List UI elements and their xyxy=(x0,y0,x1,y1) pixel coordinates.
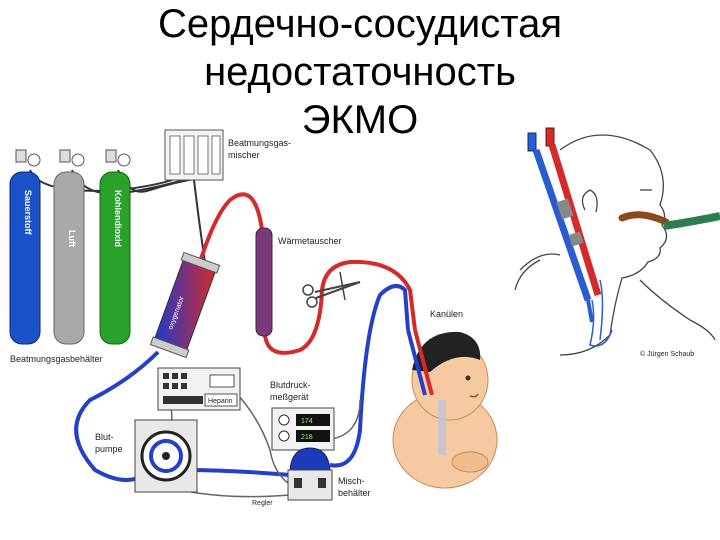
airway xyxy=(589,299,613,347)
title-line-2: недостаточность xyxy=(204,50,516,94)
oxygenator xyxy=(149,251,221,359)
label-mixing-2: behälter xyxy=(338,488,371,498)
gas-mixer xyxy=(164,129,224,181)
venous-tube xyxy=(74,350,160,482)
label-blood-pressure-1: Blutdruck- xyxy=(270,380,311,390)
title-line-3: ЭКМО xyxy=(301,98,419,142)
title-line-1: Сердечно-сосудистая xyxy=(157,2,563,46)
bypass-bridge xyxy=(339,271,346,301)
cylinder-label-air: Luft xyxy=(67,230,77,247)
cylinder-label-oxygen: Sauerstoff xyxy=(23,190,33,236)
venous-tube xyxy=(184,468,291,477)
blood-pressure-monitor xyxy=(271,407,335,451)
shoulder-outline xyxy=(639,279,716,341)
venous-cannula xyxy=(532,148,592,302)
arterial-cannula xyxy=(413,329,434,396)
neck-cannulation-diagram: © Jürgen Schaub xyxy=(514,127,720,358)
venous-tube xyxy=(329,284,410,468)
mixing-container xyxy=(287,447,333,501)
label-heat-exchanger: Wärmetauscher xyxy=(278,236,342,246)
label-blood-pump-2: pumpe xyxy=(95,444,123,454)
heat-exchanger xyxy=(255,227,273,337)
label-mixing-1: Misch- xyxy=(338,476,365,486)
slide-title: Сердечно-сосудистая недостаточность ЭКМО xyxy=(0,0,720,144)
label-cannulas: Kanülen xyxy=(430,309,463,319)
trachea xyxy=(599,279,604,341)
infant-patient xyxy=(392,331,498,489)
gas-cylinder-co2 xyxy=(99,149,131,345)
arterial-cannula xyxy=(548,143,602,297)
label-gas-container: Beatmungsgasbehälter xyxy=(10,354,103,364)
arterial-tube xyxy=(198,192,264,263)
venous-cannula xyxy=(406,329,427,396)
venous-cannula-hub xyxy=(527,132,537,152)
blood-pump xyxy=(134,419,198,493)
label-blood-pressure-2: meßgerät xyxy=(270,392,309,402)
arterial-cannula-hub xyxy=(545,127,555,147)
ecmo-circuit: Sauerstoff Luft Kohlendioxid Beatmungsga… xyxy=(9,129,498,507)
label-regulator: Regler xyxy=(252,500,273,507)
cylinder-label-co2: Kohlendioxid xyxy=(113,190,123,247)
cannula-clamp xyxy=(556,198,574,220)
gauge-value-1: 174 xyxy=(301,418,313,425)
head-outline xyxy=(559,134,668,356)
gas-cylinder-oxygen xyxy=(9,149,41,345)
label-heparin: Heparin xyxy=(208,398,233,405)
gauge-value-2: 218 xyxy=(301,434,313,441)
label-gas-mixer-2: mischer xyxy=(228,150,260,160)
sensor-wire xyxy=(237,394,301,491)
nasal-tube xyxy=(663,212,720,230)
shoulder-outline xyxy=(519,253,561,271)
label-blood-pump-1: Blut- xyxy=(95,432,114,442)
gas-cylinder-air xyxy=(53,149,85,345)
copyright-label: © Jürgen Schaub xyxy=(640,350,694,358)
heparin-pump xyxy=(157,367,241,411)
label-gas-mixer-1: Beatmungsgas- xyxy=(228,138,291,148)
oral-tube xyxy=(618,211,670,226)
venous-cannula-tip xyxy=(586,299,594,323)
ear-outline xyxy=(581,189,598,213)
clamp-icon xyxy=(302,281,361,308)
shoulder-outline xyxy=(514,259,541,291)
cannula-clamp xyxy=(568,231,584,247)
